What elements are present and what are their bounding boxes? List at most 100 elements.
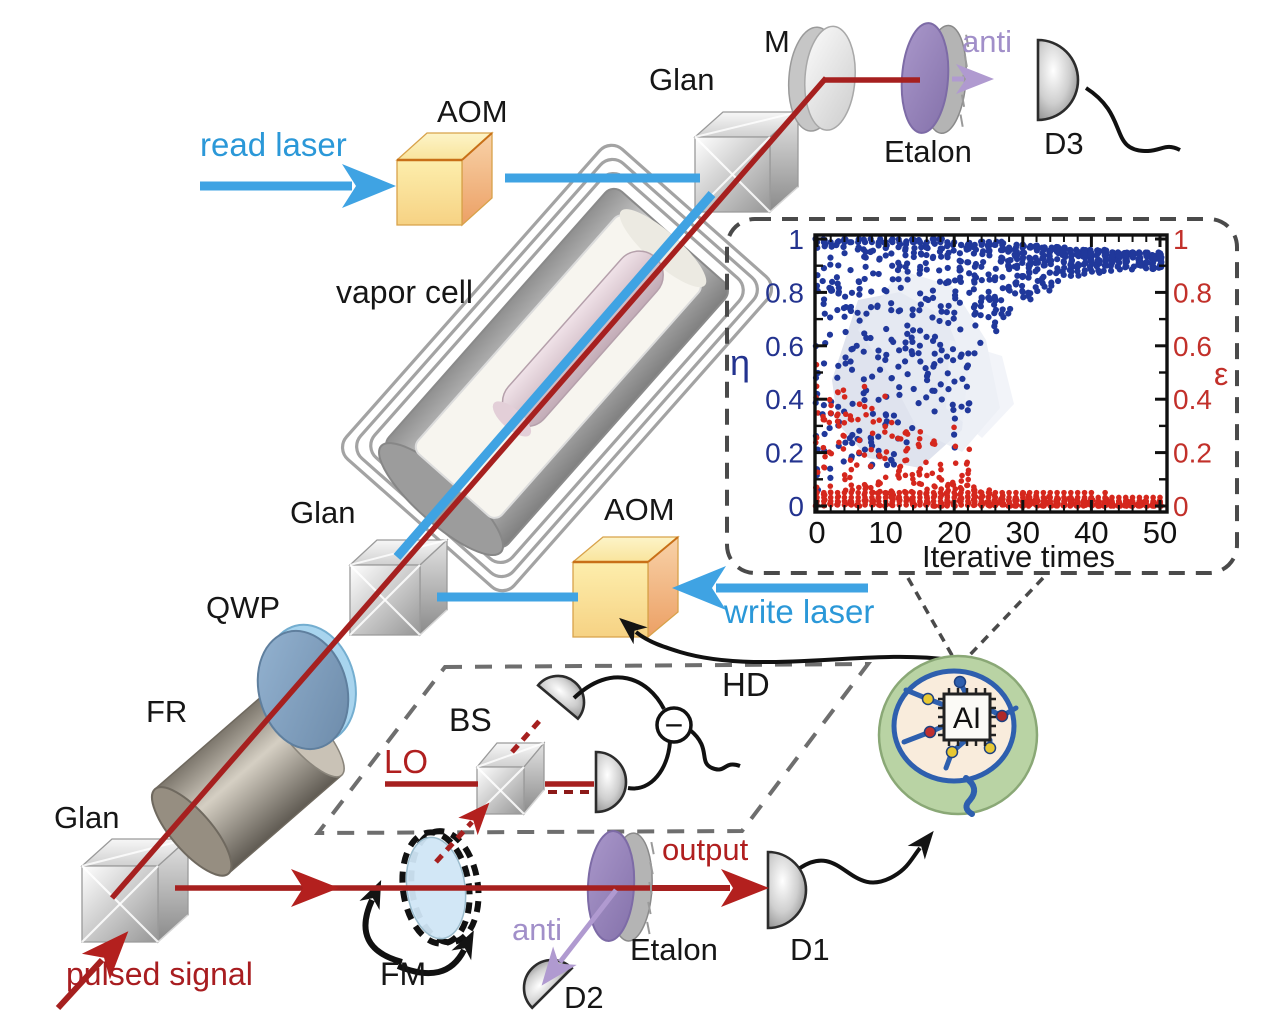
epsilon-point xyxy=(882,429,888,435)
eta-point xyxy=(876,366,884,373)
eta-point xyxy=(855,278,862,285)
chart-right-tick-label: 0.2 xyxy=(1173,438,1212,469)
eta-point xyxy=(1005,261,1012,269)
eta-point xyxy=(909,338,916,346)
epsilon-point xyxy=(1081,494,1088,501)
eta-point xyxy=(861,253,868,260)
eta-point xyxy=(950,406,957,414)
glan-prism-top xyxy=(693,110,800,214)
eta-point xyxy=(835,403,842,410)
epsilon-point xyxy=(861,403,868,410)
eta-point xyxy=(861,239,869,246)
eta-point xyxy=(902,263,909,270)
eta-point xyxy=(1005,244,1013,251)
chart-x-tick-label: 20 xyxy=(937,515,971,550)
eta-point xyxy=(903,439,910,446)
eta-point xyxy=(943,353,951,360)
d1-label: D1 xyxy=(790,932,830,967)
chart-right-tick-label: 1 xyxy=(1173,224,1189,255)
eta-point xyxy=(842,328,849,336)
epsilon-point xyxy=(966,446,973,453)
epsilon-point xyxy=(999,489,1006,496)
eta-point xyxy=(826,331,834,338)
eta-point xyxy=(1046,253,1053,260)
aom-read xyxy=(395,131,494,227)
epsilon-point xyxy=(949,479,956,486)
eta-point xyxy=(862,263,869,270)
eta-point xyxy=(1054,277,1062,285)
aom-mid-label: AOM xyxy=(604,492,675,527)
eta-point xyxy=(875,396,882,403)
eta-point xyxy=(1150,265,1157,273)
eta-point xyxy=(1039,255,1046,262)
eta-point xyxy=(944,254,951,261)
eta-point xyxy=(1082,259,1089,266)
eta-point xyxy=(876,255,883,262)
eta-point xyxy=(915,400,922,407)
eta-point xyxy=(999,306,1006,313)
eta-point xyxy=(1032,268,1039,275)
chart-epsilon-axis-label: ε xyxy=(1214,356,1229,392)
epsilon-point xyxy=(910,489,916,496)
eta-point xyxy=(956,267,963,274)
eta-point xyxy=(827,314,834,321)
epsilon-point xyxy=(821,464,827,470)
epsilon-point xyxy=(882,423,888,430)
eta-point xyxy=(978,263,985,270)
eta-point xyxy=(957,326,964,333)
eta-point xyxy=(849,440,856,447)
epsilon-point xyxy=(965,470,971,477)
eta-point xyxy=(970,286,977,293)
epsilon-point xyxy=(875,494,882,501)
eta-point xyxy=(1026,244,1033,251)
epsilon-point xyxy=(856,484,862,491)
epsilon-point xyxy=(917,428,924,435)
epsilon-point xyxy=(834,494,841,501)
epsilon-point xyxy=(888,419,895,426)
eta-point xyxy=(834,306,841,314)
eta-point xyxy=(916,327,924,334)
eta-point xyxy=(964,241,972,248)
eta-point xyxy=(1014,272,1021,279)
eta-point xyxy=(835,284,842,292)
detector-d1 xyxy=(766,850,808,930)
eta-point xyxy=(1122,252,1129,259)
eta-point xyxy=(964,259,971,266)
eta-point xyxy=(910,249,917,256)
eta-point xyxy=(1046,287,1053,294)
eta-point xyxy=(1039,275,1046,282)
epsilon-point xyxy=(836,423,842,429)
chart-left-tick-label: 0.6 xyxy=(765,331,804,362)
eta-point xyxy=(985,314,992,321)
brain-stem xyxy=(963,775,978,817)
eta-point xyxy=(1027,290,1034,297)
eta-point xyxy=(890,451,898,458)
epsilon-point xyxy=(904,445,911,452)
eta-point xyxy=(971,272,978,279)
epsilon-point xyxy=(847,413,854,419)
eta-point xyxy=(890,338,897,346)
eta-point xyxy=(958,403,965,410)
eta-point xyxy=(951,378,958,385)
eta-point xyxy=(835,262,842,269)
eta-point xyxy=(1005,283,1012,290)
chart-x-tick-label: 40 xyxy=(1074,515,1108,550)
flip-arrow-left xyxy=(359,879,403,965)
eta-point xyxy=(992,241,999,248)
epsilon-point xyxy=(1006,494,1012,501)
eta-point xyxy=(821,430,828,438)
lo-label: LO xyxy=(384,743,429,780)
fm-to-bs-beam xyxy=(434,802,490,864)
eta-point xyxy=(993,328,1000,335)
epsilon-point xyxy=(1136,494,1143,501)
epsilon-point xyxy=(923,489,930,496)
epsilon-point xyxy=(897,463,904,470)
epsilon-point xyxy=(848,494,855,501)
eta-point xyxy=(867,435,875,442)
epsilon-point xyxy=(1020,494,1026,501)
eta-point xyxy=(931,408,938,415)
epsilon-point xyxy=(863,411,869,418)
chart-left-tick-label: 0.8 xyxy=(765,277,804,308)
eta-point xyxy=(970,250,977,257)
